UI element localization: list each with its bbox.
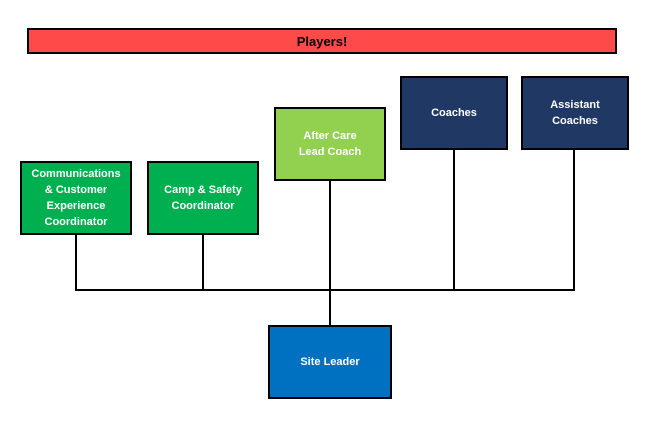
node-after-care-label: After Care Lead Coach	[298, 130, 362, 158]
node-coaches-label: Coaches	[431, 107, 477, 119]
node-assistant-coaches: Assistant Coaches	[521, 76, 629, 150]
node-communications-coordinator: Communications & Customer Experience Coo…	[20, 161, 132, 235]
node-site-leader-label: Site Leader	[300, 356, 360, 368]
connector-after-care	[329, 179, 331, 327]
node-camp-safety-label: Camp & Safety Coordinator	[164, 184, 242, 212]
connector-horizontal-bus	[75, 289, 575, 291]
node-after-care-lead-coach: After Care Lead Coach	[274, 107, 386, 181]
node-coaches: Coaches	[400, 76, 508, 150]
connector-communications	[75, 233, 77, 290]
node-camp-safety-coordinator: Camp & Safety Coordinator	[147, 161, 259, 235]
players-banner-label: Players!	[296, 33, 348, 49]
node-assistant-coaches-label: Assistant Coaches	[550, 99, 600, 127]
connector-assistant-coaches	[573, 148, 575, 290]
node-site-leader: Site Leader	[268, 325, 392, 399]
players-banner: Players!	[27, 28, 617, 54]
node-communications-label: Communications & Customer Experience Coo…	[31, 168, 121, 228]
connector-camp-safety	[202, 233, 204, 290]
connector-coaches	[453, 148, 455, 290]
